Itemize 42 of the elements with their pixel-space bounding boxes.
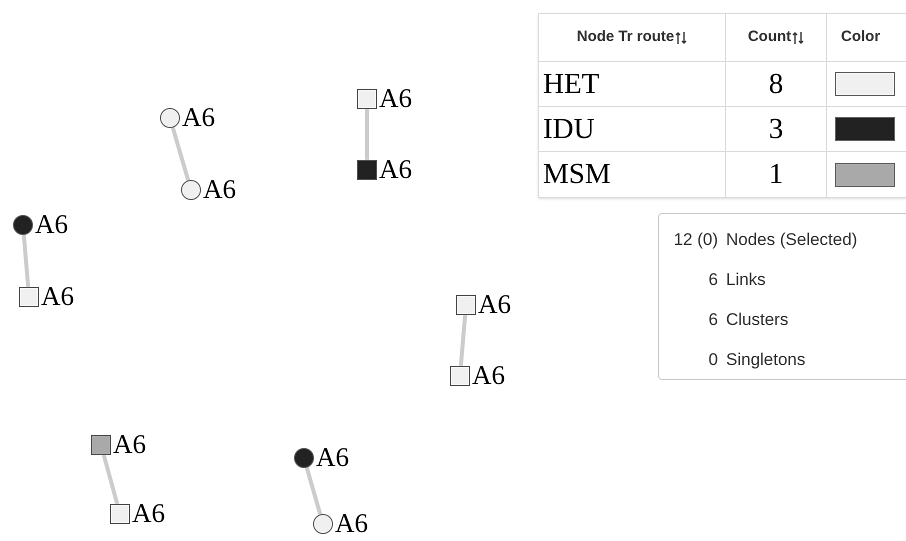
column-header: Count	[748, 27, 792, 48]
link-line	[22, 234, 30, 288]
node-label: A6	[203, 176, 236, 203]
node-label: A6	[316, 444, 349, 471]
node-label: A6	[478, 291, 511, 318]
stat-label: Singletons	[726, 349, 806, 372]
node-label: A6	[113, 431, 146, 458]
link-line	[102, 454, 120, 505]
link-line	[365, 109, 369, 160]
node-label: A6	[379, 156, 412, 183]
node-square	[450, 366, 470, 386]
node-square	[456, 295, 476, 315]
stat-label: Links	[726, 269, 766, 292]
route-cell: HET	[543, 70, 600, 98]
stat-value: 6	[708, 309, 719, 332]
link-line	[458, 314, 468, 366]
link-line	[170, 127, 190, 181]
node-square	[357, 160, 377, 180]
stat-value: 12 (0)	[672, 229, 719, 252]
stat-label: Nodes (Selected)	[726, 229, 858, 252]
stat-value: 0	[708, 349, 719, 372]
node-square	[91, 435, 111, 455]
stat-value: 6	[708, 269, 719, 292]
node-label: A6	[379, 85, 412, 112]
route-cell: MSM	[543, 160, 611, 189]
count-cell: 8	[768, 70, 784, 98]
stat-label: Clusters	[726, 309, 788, 332]
link-line	[304, 467, 322, 515]
node-label: A6	[335, 510, 368, 537]
count-cell: 1	[768, 160, 784, 189]
count-cell: 3	[768, 114, 784, 144]
node-label: A6	[472, 362, 505, 389]
node-label: A6	[41, 283, 74, 310]
node-square	[19, 287, 39, 307]
column-header: Color	[841, 27, 880, 48]
node-square	[357, 89, 377, 109]
node-label: A6	[35, 211, 68, 238]
node-label: A6	[182, 104, 215, 131]
node-label: A6	[132, 500, 165, 527]
route-cell: IDU	[543, 114, 595, 144]
node-square	[110, 504, 130, 524]
column-header: Node Tr route	[576, 27, 674, 48]
